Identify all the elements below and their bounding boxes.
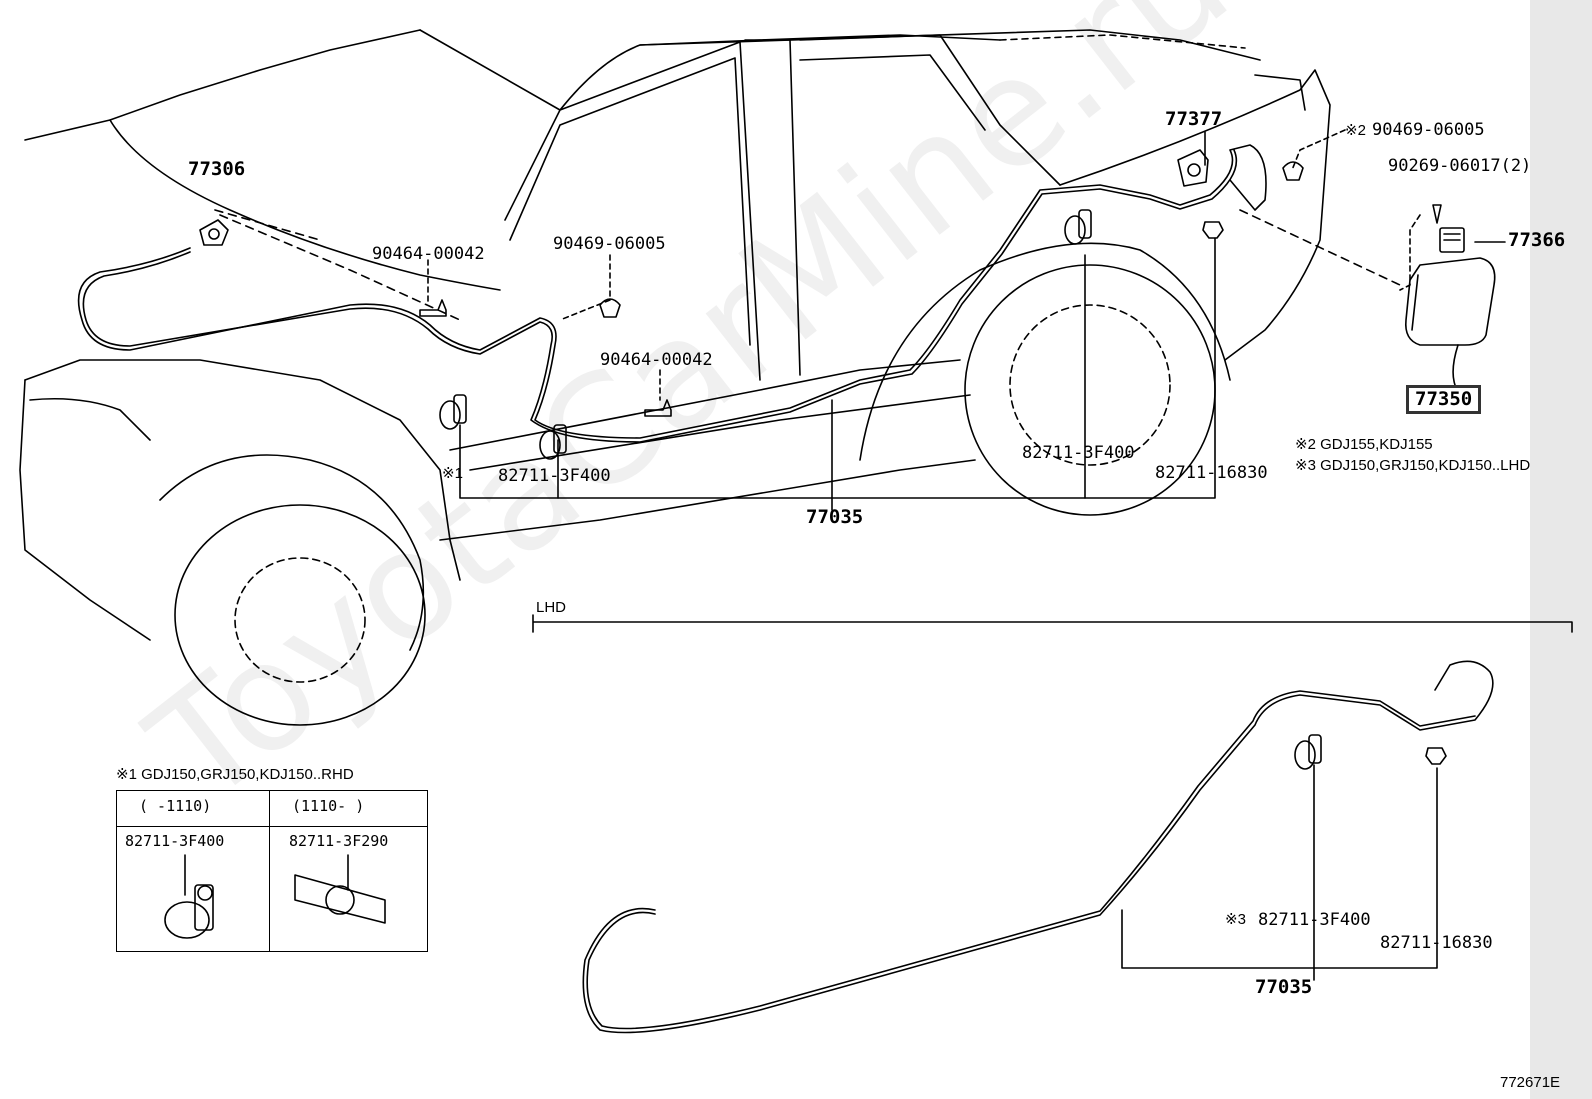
actuator-77306 bbox=[199, 219, 229, 246]
cable-main bbox=[77, 144, 1267, 439]
hood-dash bbox=[214, 209, 321, 241]
mark-3: ※3 bbox=[1225, 911, 1246, 928]
figure-id: 772671E bbox=[1500, 1074, 1561, 1091]
mark-1: ※1 bbox=[442, 465, 463, 482]
cable-main-parallel bbox=[82, 149, 1238, 443]
bracket-77366 bbox=[1439, 227, 1465, 253]
leader-90269 bbox=[1399, 214, 1421, 291]
cable-lhd-parallel bbox=[586, 690, 1476, 1030]
note-3: ※3 GDJ150,GRJ150,KDJ150..LHD bbox=[1295, 457, 1531, 474]
variant-table: ( -1110) (1110- ) 82711-3F400 82711-3F29… bbox=[116, 790, 428, 952]
clip-icon-right bbox=[1202, 221, 1224, 239]
roof-dash bbox=[999, 34, 1246, 49]
label-77306: 77306 bbox=[188, 158, 246, 180]
hood-edge bbox=[109, 119, 501, 291]
leader-77306 bbox=[219, 214, 461, 321]
label-lhd-82711-16830: 82711-16830 bbox=[1380, 933, 1493, 953]
cable-lhd bbox=[582, 660, 1494, 1034]
rear-wheel-arch bbox=[859, 242, 1231, 461]
b-pillar bbox=[744, 39, 801, 376]
table-clip-icon-2 bbox=[294, 874, 386, 924]
table-col2-head: (1110- ) bbox=[292, 797, 365, 815]
table-clip-icon bbox=[164, 884, 214, 939]
clip-icon-90469 bbox=[599, 298, 621, 318]
front-door-window bbox=[509, 57, 751, 346]
front-rim bbox=[234, 557, 366, 683]
lhd-bracket bbox=[1121, 764, 1438, 981]
rear-quarter bbox=[1059, 69, 1331, 361]
front-door bbox=[504, 41, 761, 381]
side-sill-lower bbox=[469, 394, 971, 471]
clip-icon-top bbox=[1282, 161, 1304, 181]
grille bbox=[29, 397, 151, 441]
clip-icon-mid bbox=[1064, 209, 1092, 245]
clip-icon-90464b bbox=[644, 399, 672, 417]
note-2: ※2 GDJ155,KDJ155 bbox=[1295, 436, 1433, 453]
clip-icon-90464a bbox=[419, 299, 447, 317]
label-90464-00042-b: 90464-00042 bbox=[600, 350, 713, 370]
clip-icon-lhd-a bbox=[1294, 734, 1322, 770]
label-77035: 77035 bbox=[806, 506, 864, 528]
label-82711-16830: 82711-16830 bbox=[1155, 463, 1268, 483]
label-90469-06005: 90469-06005 bbox=[553, 234, 666, 254]
fuel-lid-inner bbox=[1411, 274, 1419, 331]
front-tire bbox=[174, 504, 426, 726]
scrollbar-track[interactable] bbox=[1530, 0, 1592, 1099]
bracket-77035-main bbox=[459, 237, 1216, 499]
leader-9046906005-top bbox=[1291, 129, 1346, 171]
rear-door-window bbox=[799, 54, 986, 131]
label-lhd-82711-3f400: 82711-3F400 bbox=[1258, 910, 1371, 930]
table-caption: ※1 GDJ150,GRJ150,KDJ150..RHD bbox=[116, 766, 354, 783]
clip-icon-lhd-b bbox=[1425, 747, 1447, 765]
label-lhd-77035: 77035 bbox=[1255, 976, 1313, 998]
label-82711-3f400-left: 82711-3F400 bbox=[498, 466, 611, 486]
fuel-lid bbox=[1404, 257, 1496, 346]
lower-body bbox=[439, 459, 976, 541]
label-77377: 77377 bbox=[1165, 108, 1223, 130]
leader-77350 bbox=[1452, 344, 1459, 386]
rear-rim bbox=[1009, 304, 1171, 466]
mark-2: ※2 bbox=[1345, 122, 1366, 139]
actuator-77377 bbox=[1177, 149, 1209, 187]
label-77350[interactable]: 77350 bbox=[1406, 385, 1482, 414]
label-90469-06005-top: 90469-06005 bbox=[1372, 120, 1485, 140]
table-col2-part: 82711-3F290 bbox=[289, 832, 389, 850]
front-fender bbox=[24, 359, 461, 581]
front-bumper bbox=[19, 379, 151, 641]
screw-90269 bbox=[1432, 204, 1442, 224]
front-wheel-arch bbox=[159, 454, 425, 651]
clip-icon-left2 bbox=[539, 424, 567, 460]
table-col1-head: ( -1110) bbox=[139, 797, 212, 815]
side-sill bbox=[449, 359, 961, 451]
leader-fuellid bbox=[1239, 209, 1401, 286]
label-77366: 77366 bbox=[1508, 229, 1566, 251]
lhd-caption: LHD bbox=[536, 599, 567, 616]
rear-end bbox=[1254, 74, 1306, 111]
table-header-row bbox=[117, 791, 427, 827]
clip-icon-left bbox=[439, 394, 467, 430]
rear-door bbox=[799, 34, 1061, 186]
lhd-rule bbox=[532, 614, 1573, 633]
table-col1-part: 82711-3F400 bbox=[125, 832, 225, 850]
label-90269-06017: 90269-06017(2) bbox=[1388, 156, 1532, 176]
label-82711-3f400-mid: 82711-3F400 bbox=[1022, 443, 1135, 463]
label-90464-00042-a: 90464-00042 bbox=[372, 244, 485, 264]
table-divider bbox=[269, 791, 270, 951]
hood-outline bbox=[24, 29, 421, 141]
leader-90469 bbox=[559, 254, 611, 321]
